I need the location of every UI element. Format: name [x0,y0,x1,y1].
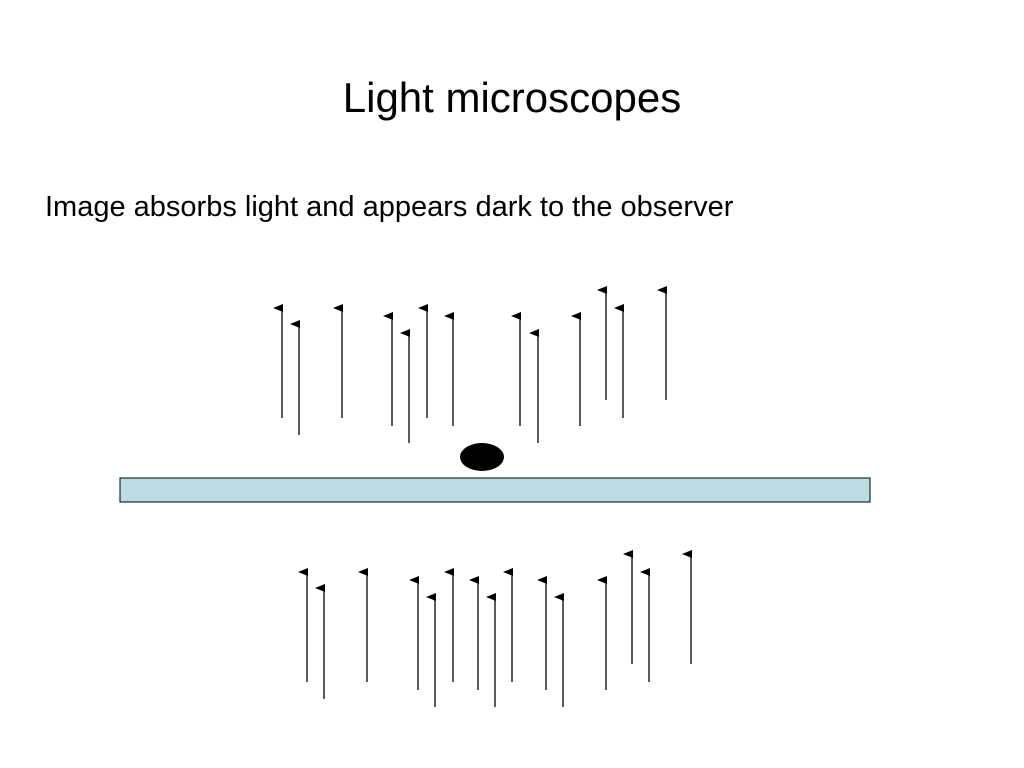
transmitted-light-rays [273,286,667,443]
slide-title: Light microscopes [342,74,682,121]
incoming-light-rays [298,550,692,707]
specimen [460,443,504,471]
glass-slide [119,477,871,503]
slide-subtitle: Image absorbs light and appears dark to … [45,191,734,223]
